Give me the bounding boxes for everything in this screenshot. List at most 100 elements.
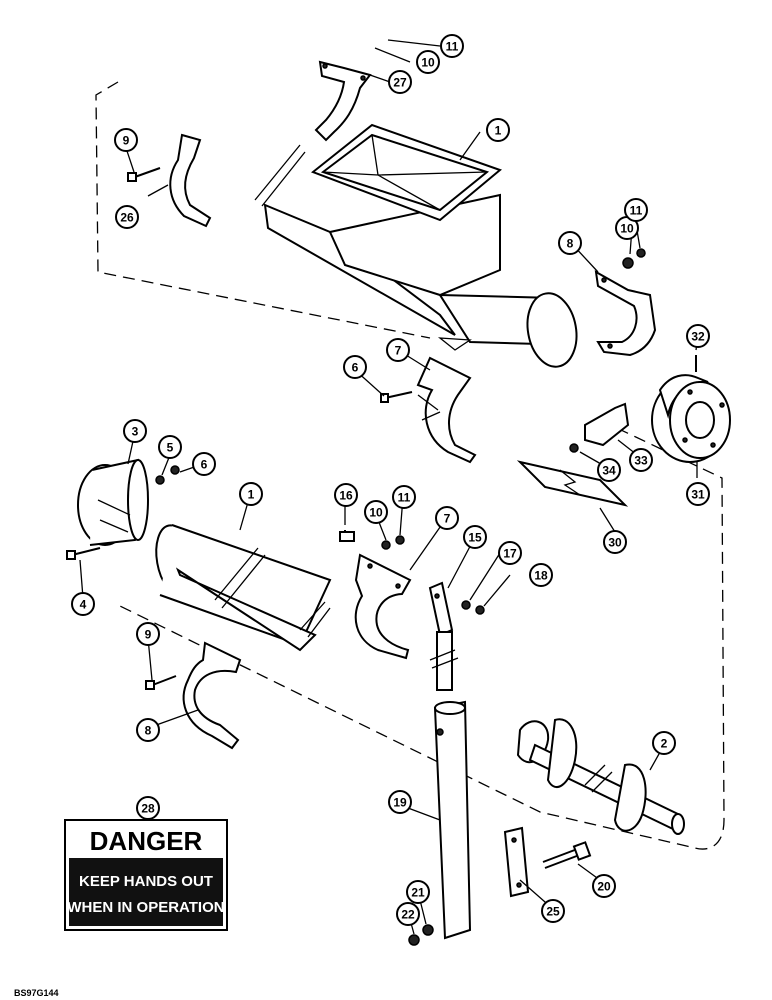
callout-circle (136, 796, 160, 820)
callout-label: 6 (201, 458, 208, 472)
callout-21: 21 (406, 880, 430, 904)
callout-label: 5 (167, 441, 174, 455)
callout-circle (114, 128, 138, 152)
callout-30: 30 (603, 530, 627, 554)
callout-label: 1 (248, 488, 255, 502)
callout-7: 7 (386, 338, 410, 362)
callout-circle (334, 483, 358, 507)
callout-label: 19 (393, 796, 407, 810)
callout-circle (239, 482, 263, 506)
bracket-33 (584, 402, 630, 447)
callout-6: 6 (192, 452, 216, 476)
callout-10: 10 (416, 50, 440, 74)
callout-1: 1 (486, 118, 510, 142)
callout-label: 33 (634, 454, 648, 468)
nut-5 (155, 475, 165, 485)
callout-10: 10 (364, 500, 388, 524)
callout-label: 11 (446, 40, 459, 54)
callout-17: 17 (498, 541, 522, 565)
strap-7-lower (354, 553, 412, 660)
callout-11: 11 (392, 485, 416, 509)
callout-label: 28 (141, 802, 155, 816)
callout-label: 31 (691, 488, 705, 502)
strap-7-upper (416, 356, 477, 464)
callout-label: 2 (661, 737, 668, 751)
callout-label: 6 (352, 361, 359, 375)
callout-4: 4 (71, 592, 95, 616)
bolt-9-upper (127, 167, 161, 182)
callout-2: 2 (652, 731, 676, 755)
callout-circle (386, 338, 410, 362)
callout-8: 8 (136, 718, 160, 742)
callout-18: 18 (529, 563, 553, 587)
callout-31: 31 (686, 482, 710, 506)
nut-11 (636, 248, 646, 258)
callout-circle (136, 622, 160, 646)
link-15 (428, 581, 459, 691)
leader-lines (79, 39, 699, 935)
callout-5: 5 (158, 435, 182, 459)
wheel-31 (651, 374, 731, 463)
callout-circle (558, 231, 582, 255)
callout-circle (123, 419, 147, 443)
callout-11: 11 (440, 34, 464, 58)
callout-9: 9 (136, 622, 160, 646)
callout-circle (597, 458, 621, 482)
callout-label: 30 (608, 536, 622, 550)
callout-label: 16 (339, 489, 353, 503)
callout-circle (396, 902, 420, 926)
callout-label: 20 (597, 880, 611, 894)
callout-label: 10 (620, 222, 634, 236)
callout-1: 1 (239, 482, 263, 506)
callout-circle (686, 482, 710, 506)
callout-circle (192, 452, 216, 476)
callout-label: 8 (567, 237, 574, 251)
callout-circle (541, 899, 565, 923)
callout-27: 27 (388, 70, 412, 94)
callout-circle (136, 718, 160, 742)
callout-label: 4 (80, 598, 87, 612)
nut-17 (461, 600, 471, 610)
callout-circle (388, 790, 412, 814)
callout-label: 7 (444, 512, 451, 526)
callout-circle (529, 563, 553, 587)
callout-circle (652, 731, 676, 755)
callout-label: 22 (401, 908, 415, 922)
callout-label: 17 (503, 547, 517, 561)
auger-2 (516, 718, 685, 835)
callout-label: 1 (495, 124, 502, 138)
callout-label: 7 (395, 344, 402, 358)
callout-circle (343, 355, 367, 379)
nut-21 (422, 924, 434, 936)
nut-6 (170, 465, 180, 475)
callout-label: 26 (120, 211, 134, 225)
callout-label: 21 (411, 886, 425, 900)
callout-label: 32 (691, 330, 705, 344)
callout-label: 9 (145, 628, 152, 642)
drawing-code: BS97G144 (14, 988, 59, 998)
callout-circle (629, 448, 653, 472)
bolt-20 (542, 841, 592, 869)
callout-circle (364, 500, 388, 524)
callout-circle (440, 34, 464, 58)
callout-9: 9 (114, 128, 138, 152)
callout-circle (498, 541, 522, 565)
bolt-4 (66, 547, 101, 560)
nut-10 (622, 257, 634, 269)
callout-7: 7 (435, 506, 459, 530)
callout-33: 33 (629, 448, 653, 472)
callout-label: 18 (534, 569, 548, 583)
plate-30 (516, 460, 629, 507)
callout-circle (435, 506, 459, 530)
bolt-9-lower (145, 675, 177, 690)
callout-25: 25 (541, 899, 565, 923)
callout-label: 15 (468, 531, 482, 545)
callout-circle (686, 324, 710, 348)
band-3 (77, 458, 149, 546)
callout-circle (392, 485, 416, 509)
callout-6: 6 (343, 355, 367, 379)
strap-26 (169, 133, 212, 228)
callout-circle (603, 530, 627, 554)
callout-circle (406, 880, 430, 904)
